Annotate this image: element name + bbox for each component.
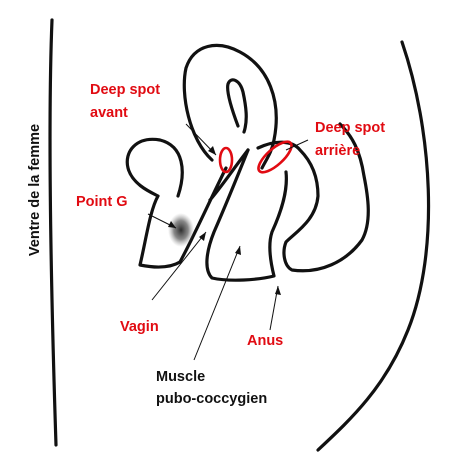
- vagina-label: Vagin: [120, 319, 159, 335]
- g-spot-label: Point G: [76, 194, 128, 210]
- belly-axis-label: Ventre de la femme: [27, 124, 43, 256]
- arrowhead-g-spot: [168, 221, 176, 228]
- vagina-outline: [178, 148, 250, 264]
- anus-label: Anus: [247, 333, 283, 349]
- arrowhead-deep-spot-front: [208, 146, 216, 155]
- back-body-outline: [316, 40, 431, 452]
- arrowhead-anus: [275, 286, 281, 295]
- pointer-muscle: [193, 245, 241, 361]
- arrowhead-muscle: [235, 246, 241, 255]
- deep-spot-back-ring: [257, 140, 293, 174]
- deep-spot-back-label-line1: Deep spot: [315, 120, 385, 136]
- g-spot-shading: [168, 213, 194, 247]
- muscle-label-line1: Muscle: [156, 369, 205, 385]
- belly-wall-outline: [48, 18, 58, 447]
- bladder-outline: [125, 137, 184, 269]
- arrowhead-vagina: [199, 232, 206, 241]
- pointer-deep-spot-back: [285, 139, 309, 151]
- rectum-outline: [256, 122, 370, 273]
- deep-spot-front-label-line1: Deep spot: [90, 82, 160, 98]
- pubococcygeus-outline: [205, 148, 288, 282]
- uterus-outline: [182, 43, 278, 170]
- deep-spot-front-ring: [218, 146, 234, 174]
- muscle-label-line2: pubo-coccygien: [156, 391, 267, 407]
- deep-spot-back-label-line2: arrière: [315, 143, 360, 159]
- pointer-vagina: [151, 231, 207, 301]
- deep-spot-front-label-line2: avant: [90, 105, 128, 121]
